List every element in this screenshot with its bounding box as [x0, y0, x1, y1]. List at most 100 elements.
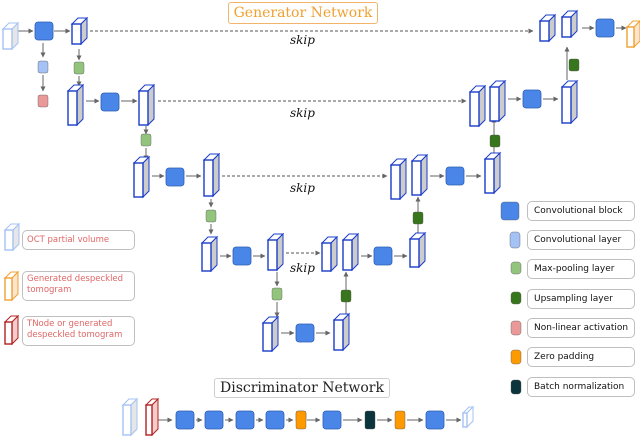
input-label-oct-volume: OCT partial volume	[22, 230, 135, 250]
disc-output-cube-front	[462, 412, 468, 428]
legend-swatch-maxpool	[510, 261, 522, 275]
legend-swatch-batch-norm	[510, 379, 522, 395]
gen-conv-block-dec3	[445, 166, 465, 186]
gen-enc1-cube-front	[71, 23, 82, 45]
disc-zero-padding-1-body	[295, 410, 307, 430]
disc-conv-block-2	[204, 410, 224, 430]
gen-dec3-cube-c	[483, 151, 502, 195]
disc-input-cube-a-side	[130, 397, 138, 437]
legend-swatch-conv-block	[500, 201, 520, 221]
skip-label-level1: skip	[290, 33, 315, 47]
input-volume-cube	[1, 21, 20, 51]
gen-enc3-cube-a	[132, 155, 151, 199]
gen-enc2-cube-a-side	[76, 83, 84, 127]
gen-dec3-cube-b-side	[420, 153, 428, 197]
gen-enc2-cube-b-side	[147, 83, 155, 127]
gen-dec2-cube-c-front	[561, 86, 572, 124]
gen-upsample-2	[489, 134, 501, 148]
gen-activation-layer	[37, 94, 49, 108]
gen-dec2-cube-c	[560, 79, 579, 125]
legend-icon-generated-tomogram	[3, 270, 20, 302]
gen-dec3-cube-a	[389, 157, 408, 201]
gen-conv-block-out	[595, 18, 615, 38]
skip-label-level2: skip	[290, 106, 315, 120]
gen-dec3-cube-b-front	[411, 160, 422, 196]
gen-enc2-cube-b	[137, 83, 156, 127]
disc-conv-block-3	[235, 410, 255, 430]
gen-dec2-cube-c-side	[570, 79, 578, 125]
gen-upsample-4	[340, 289, 352, 303]
gen-enc2-cube-a	[66, 83, 85, 127]
legend-maxpool-layer: Max-pooling layer	[527, 259, 635, 279]
gen-conv-layer	[37, 60, 49, 74]
gen-maxpool-4	[271, 287, 283, 301]
disc-conv-block-4	[265, 410, 285, 430]
gen-enc3-cube-b-side	[212, 152, 220, 198]
disc-conv-block-6	[425, 410, 445, 430]
input-label-generated-tomogram: Generated despeckled tomogram	[22, 271, 135, 301]
gen-dec4-cube-a	[320, 235, 339, 273]
gen-dec2-cube-a	[468, 84, 487, 128]
gen-maxpool-2	[140, 133, 152, 147]
gen-dec3-cube-c-front	[484, 158, 495, 194]
disc-input-cube-b	[144, 397, 160, 437]
gen-bottleneck-cube-a-front	[262, 322, 273, 352]
gen-enc4-cube-b-side	[276, 232, 284, 272]
gen-conv-block-2	[100, 92, 120, 112]
gen-enc4-cube-a-front	[201, 242, 212, 272]
gen-dec1-cube-b-front	[561, 16, 572, 38]
input-volume-cube-front	[2, 28, 13, 50]
gen-enc3-cube-b-front	[203, 159, 214, 197]
gen-enc4-cube-a-side	[210, 235, 218, 273]
legend-swatch-activation	[510, 320, 522, 336]
disc-batch-norm	[364, 410, 376, 430]
legend-swatch-upsampling	[510, 291, 522, 305]
gen-enc2-cube-b-front	[138, 90, 149, 126]
gen-conv-block-4	[232, 246, 252, 266]
gen-bottleneck-cube-b-side	[342, 312, 350, 352]
legend-upsampling-layer: Upsampling layer	[527, 289, 635, 309]
gen-dec3-cube-c-side	[493, 151, 501, 195]
gen-enc3-cube-a-side	[142, 155, 150, 199]
gen-dec3-cube-a-side	[399, 157, 407, 201]
gen-bottleneck-cube-a-side	[271, 315, 279, 353]
gen-dec4-cube-b	[341, 232, 360, 272]
gen-dec3-cube-b	[410, 153, 429, 197]
skip-label-level4: skip	[290, 261, 315, 275]
disc-input-cube-a-front	[122, 404, 132, 436]
gen-dec2-cube-b	[488, 79, 507, 123]
gen-dec4-cube-a-side	[330, 235, 338, 273]
disc-conv-block-5	[322, 410, 342, 430]
gen-upsample-1	[568, 58, 580, 72]
legend-zero-padding: Zero padding	[527, 347, 635, 367]
gen-dec4-cube-b-side	[351, 232, 359, 272]
gen-output-cube	[625, 20, 640, 49]
skip-label-level3: skip	[290, 181, 315, 195]
generator-title: Generator Network	[228, 2, 378, 24]
disc-output-cube	[461, 405, 475, 429]
gen-bottleneck-cube-b-front	[333, 319, 344, 351]
gen-dec2-cube-a-side	[478, 84, 486, 128]
gen-bottleneck-cube-a	[261, 315, 280, 353]
legend-swatch-zero-padding	[510, 349, 522, 365]
gen-dec4-cube-a-front	[321, 242, 332, 272]
gen-enc4-cube-b	[266, 232, 285, 272]
gen-dec4-cube-b-front	[342, 239, 353, 271]
disc-input-cube-a	[121, 397, 139, 437]
gen-dec2-cube-b-side	[498, 79, 506, 123]
gen-enc3-cube-b	[202, 152, 221, 198]
gen-conv-block-1	[34, 21, 54, 41]
disc-input-cube-b-front	[145, 404, 153, 436]
legend-conv-layer: Convolutional layer	[527, 230, 635, 250]
gen-enc3-cube-a-front	[133, 162, 144, 198]
disc-zero-padding-2	[394, 410, 406, 430]
legend-icon-tnode-tomogram-front	[4, 321, 13, 345]
gen-dec3-cube-a-front	[390, 164, 401, 200]
disc-conv-block-1	[175, 410, 195, 430]
gen-dec1-cube-a-front	[539, 20, 550, 42]
gen-upsample-3	[412, 211, 424, 225]
gen-enc2-cube-a-front	[67, 90, 78, 126]
legend-conv-block: Convolutional block	[527, 201, 635, 221]
